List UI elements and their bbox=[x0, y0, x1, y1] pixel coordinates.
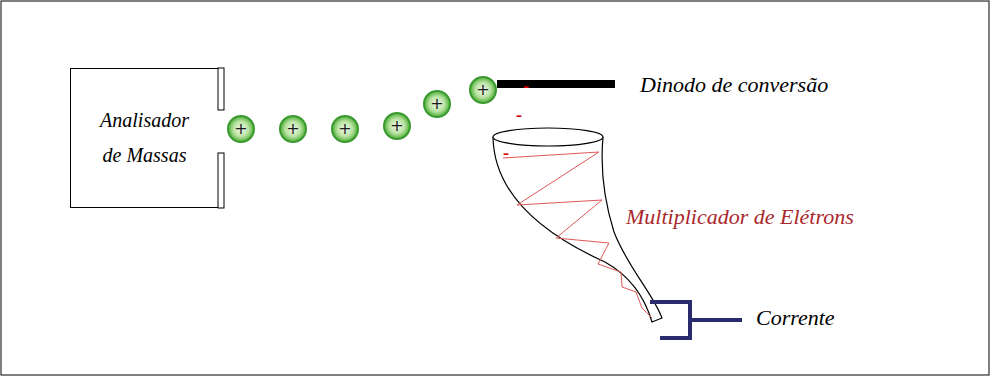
electron-sign: - bbox=[523, 76, 529, 97]
multiplier-horn bbox=[493, 137, 662, 322]
dynode-label: Dinodo de conversão bbox=[640, 72, 828, 98]
charge-sign: + bbox=[286, 121, 299, 137]
electron-sign: - bbox=[516, 105, 522, 126]
positive-ion: + bbox=[383, 112, 411, 140]
charge-sign: + bbox=[476, 82, 489, 98]
positive-ion: + bbox=[469, 76, 497, 104]
electron-sign: - bbox=[503, 143, 509, 164]
charge-sign: + bbox=[430, 96, 443, 112]
charge-sign: + bbox=[338, 121, 351, 137]
conversion-dynode bbox=[497, 80, 615, 88]
positive-ion: + bbox=[279, 115, 307, 143]
electron-cascade bbox=[503, 152, 652, 318]
positive-ion: + bbox=[331, 115, 359, 143]
multiplier-mouth bbox=[493, 128, 603, 146]
exit-slit bbox=[218, 153, 224, 208]
current-label: Corrente bbox=[756, 305, 835, 331]
positive-ion: + bbox=[423, 90, 451, 118]
charge-sign: + bbox=[390, 118, 403, 134]
current-terminal bbox=[650, 302, 742, 338]
box-title: Analisador de Massas bbox=[100, 103, 189, 173]
charge-sign: + bbox=[234, 121, 247, 137]
analyzer-box: Analisador de Massas bbox=[70, 68, 218, 208]
positive-ion: + bbox=[227, 115, 255, 143]
exit-slit bbox=[218, 68, 224, 110]
multiplier-label: Multiplicador de Elétrons bbox=[626, 204, 854, 230]
